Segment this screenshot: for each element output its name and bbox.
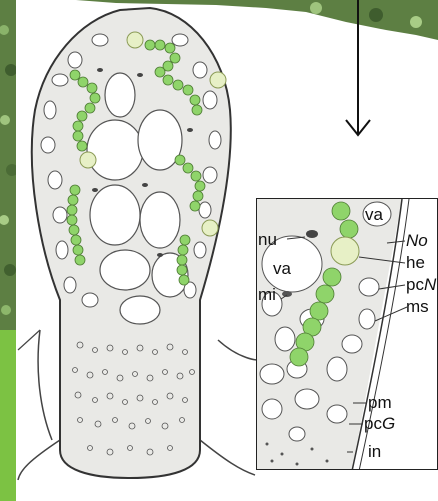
- label-in: in: [368, 443, 381, 460]
- label-he: he: [406, 254, 425, 271]
- label-pcg: pcG: [364, 415, 395, 432]
- heterocyst: [331, 237, 359, 265]
- label-va-top: va: [365, 206, 383, 223]
- label-pm: pm: [368, 394, 392, 411]
- label-ms: ms: [406, 298, 429, 315]
- label-no: No: [406, 232, 428, 249]
- label-mi: mi: [258, 286, 276, 303]
- down-arrow-icon: [346, 0, 370, 135]
- nucleus: [306, 230, 318, 238]
- label-nu: nu: [258, 231, 277, 248]
- rhizoid-left: [38, 330, 52, 440]
- label-va-left: va: [273, 260, 291, 277]
- label-pcn: pcN: [406, 276, 436, 293]
